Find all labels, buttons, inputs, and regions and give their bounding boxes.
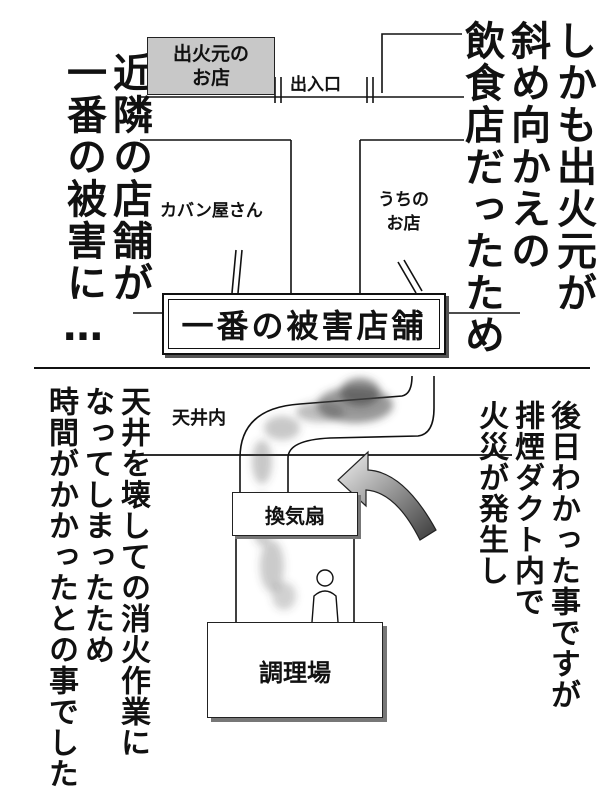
our-shop-label: うちの お店 (378, 190, 429, 234)
fan-label: 換気扇 (265, 503, 325, 528)
up-arrow (337, 450, 437, 541)
exhaust-duct (235, 375, 435, 622)
street-map (133, 33, 520, 314)
bag-shop-label: カバン屋さん (160, 201, 263, 221)
sign-text: 一番の被害店舗 (168, 299, 440, 349)
damaged-shop-sign: 一番の被害店舗 (162, 293, 446, 355)
narration-firefighting: 天井を壊しての消火作業に なってしまったため 時間がかかったとの事でした (43, 386, 150, 789)
manga-page: しかも出火元が 斜め向かえの 飲食店だったため 近隣の店舗が 一番の被害に… 出… (34, 20, 596, 789)
fire-origin-shop-label: 出火元の お店 (147, 37, 275, 95)
kitchen-label: 調理場 (259, 658, 331, 687)
entrance-label: 出入口 (290, 75, 341, 95)
cook-figure (311, 569, 339, 623)
narration-duct-fire: 後日わかった事ですが 排煙ダクト内で 火災が発生し (473, 400, 580, 710)
ceiling-label: 天井内 (172, 408, 226, 429)
narration-neighbor-damage: 近隣の店舗が 一番の被害に… (60, 52, 152, 352)
ventilation-fan-box: 換気扇 (232, 492, 358, 536)
narration-fire-origin: しかも出火元が 斜め向かえの 飲食店だったため (458, 20, 596, 356)
kitchen-box: 調理場 (207, 622, 383, 718)
